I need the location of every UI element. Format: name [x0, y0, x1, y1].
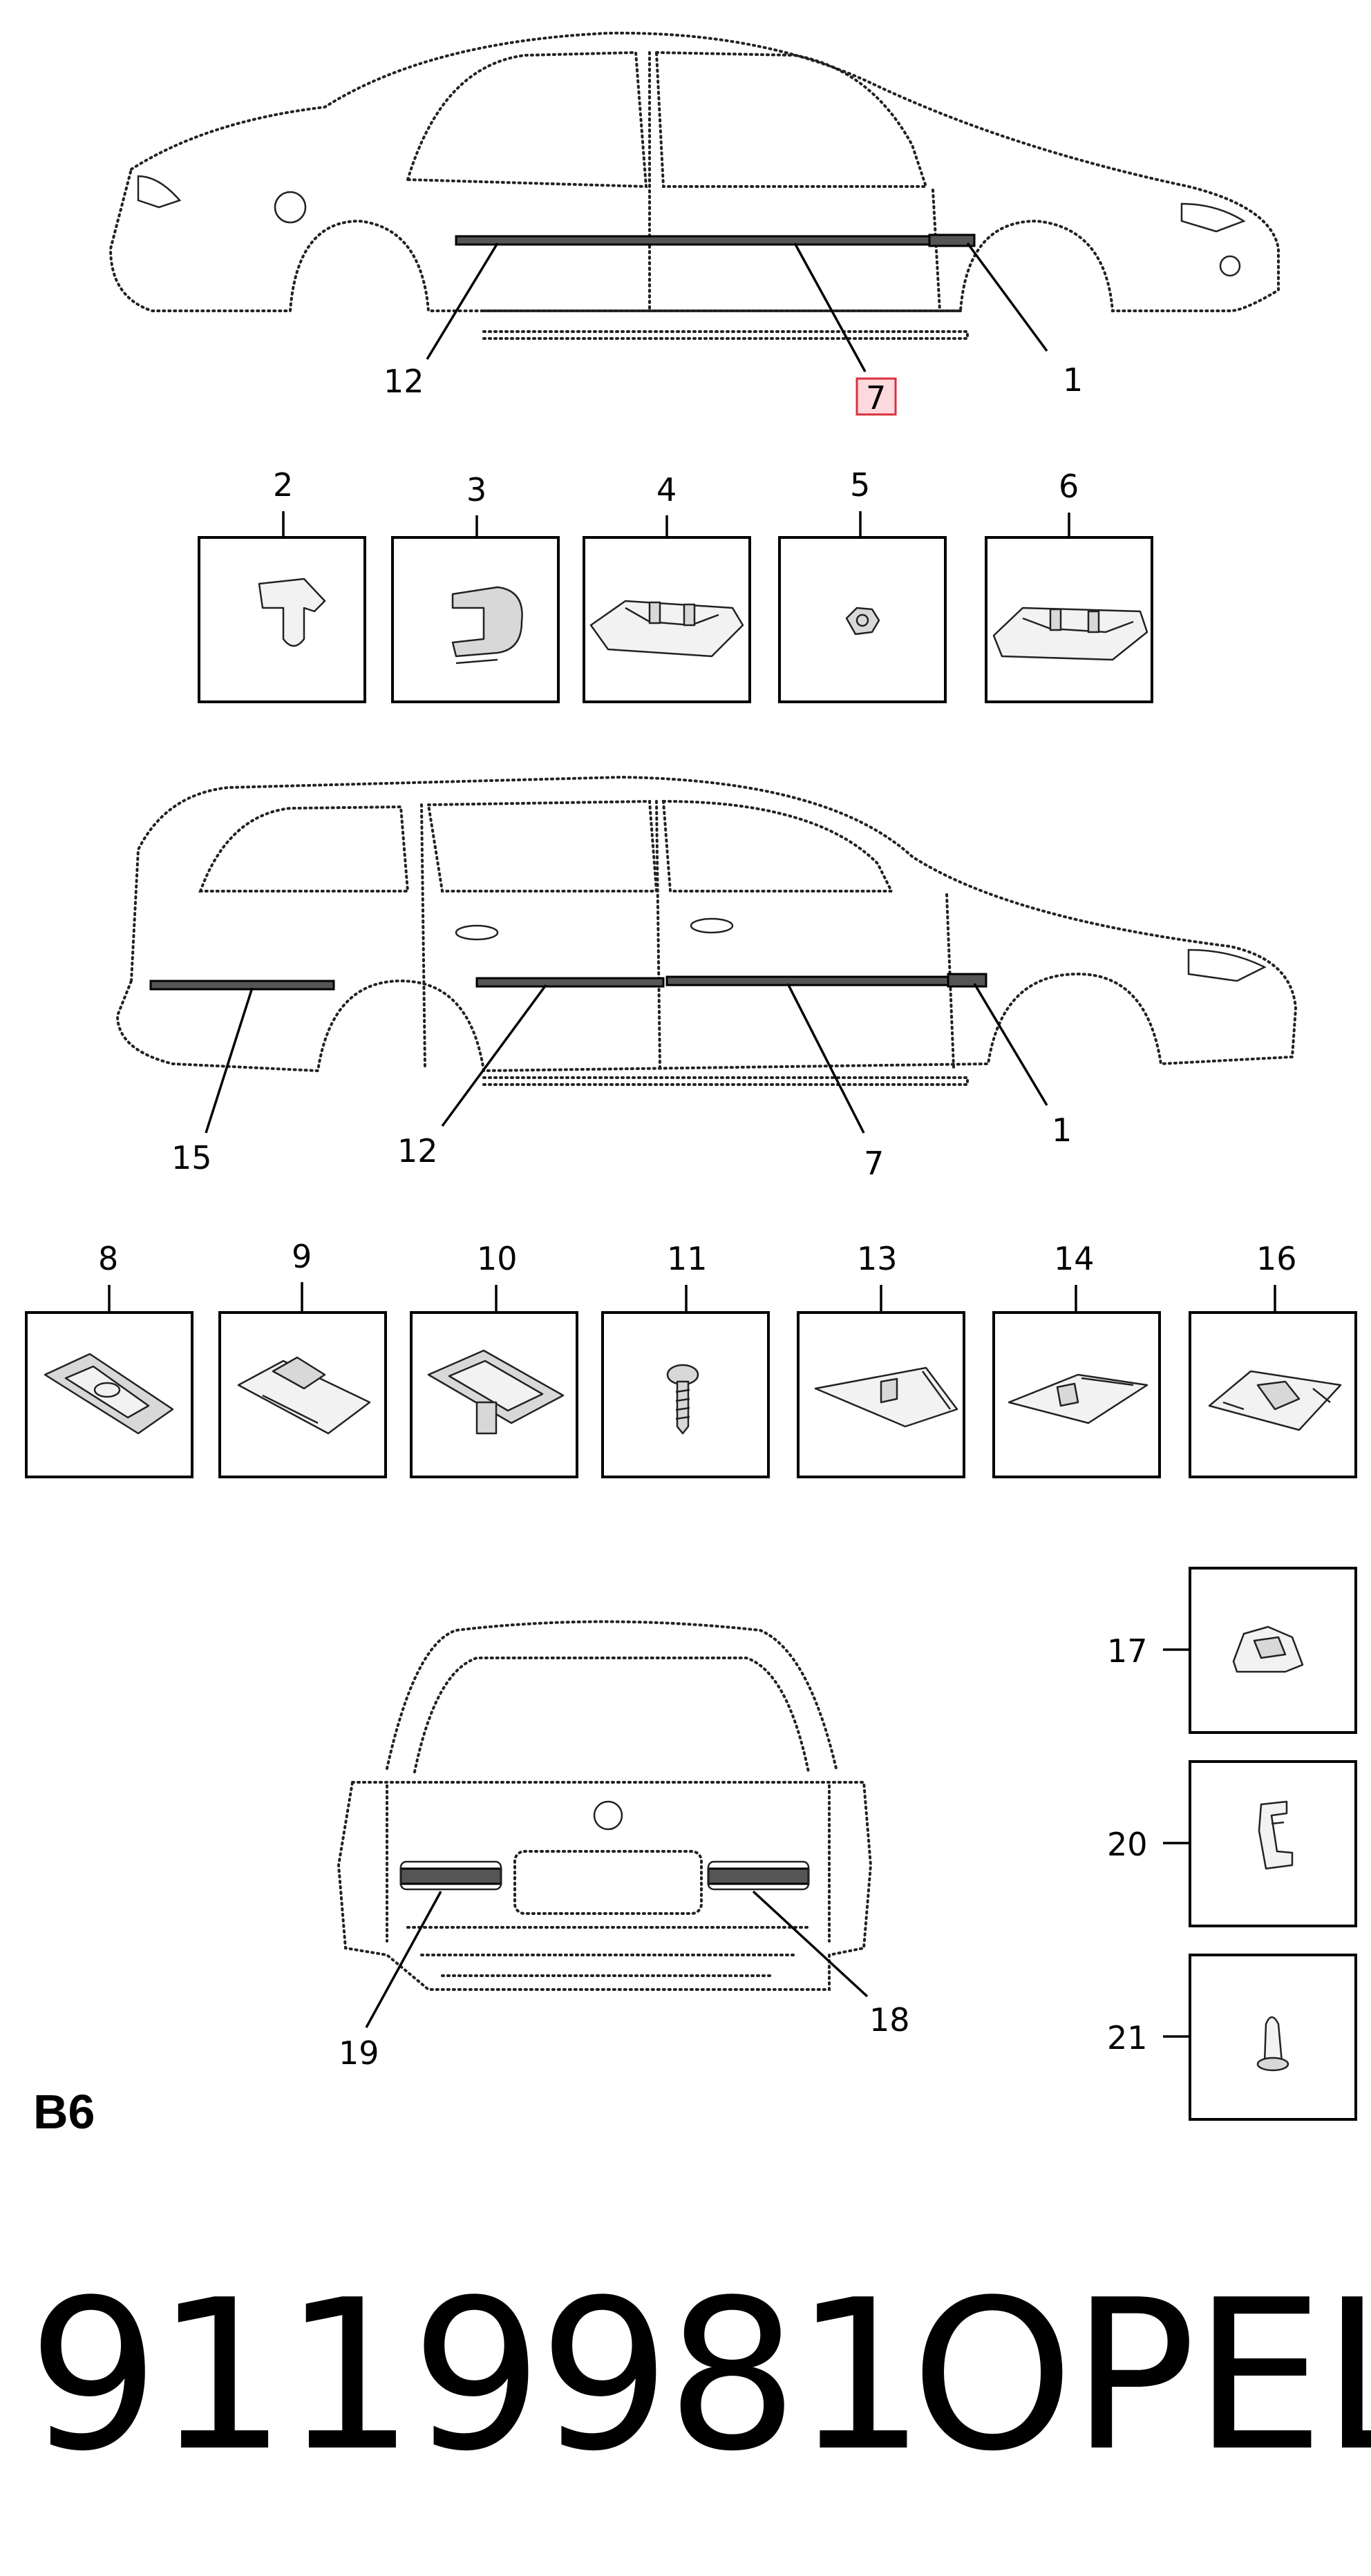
svg-text:10: 10	[477, 1240, 518, 1277]
svg-text:13: 13	[857, 1240, 898, 1277]
svg-text:16: 16	[1256, 1240, 1297, 1277]
part-number: 9119981	[28, 2255, 926, 2497]
side-parts-column: 17 20 21	[1107, 1567, 1357, 2121]
wagon-callout-15: 15	[171, 1139, 212, 1176]
part-box-20: 20	[1107, 1760, 1357, 1927]
wagon-rear-view: 19 18	[337, 1620, 910, 2072]
part-box-4: 4	[583, 471, 751, 703]
part-box-16: 16	[1189, 1240, 1357, 1478]
part-box-3: 3	[391, 471, 560, 703]
svg-text:3: 3	[466, 471, 486, 508]
svg-text:17: 17	[1107, 1632, 1148, 1670]
part-box-6: 6	[985, 468, 1153, 703]
part-box-10: 10	[410, 1240, 578, 1478]
part-box-2: 2	[198, 466, 366, 703]
highlighted-callout-box	[855, 377, 897, 416]
wagon-callout-7: 7	[864, 1145, 884, 1182]
part-box-21: 21	[1107, 1954, 1357, 2121]
part-box-9: 9	[218, 1238, 387, 1478]
svg-text:8: 8	[98, 1240, 118, 1277]
rear-callout-18: 18	[869, 2001, 910, 2039]
sedan-callout-7: 7	[866, 379, 886, 417]
svg-text:14: 14	[1054, 1240, 1095, 1277]
section-label: B6	[33, 2085, 95, 2139]
rear-callout-19: 19	[339, 2034, 379, 2072]
part-box-5: 5	[778, 466, 947, 703]
wagon-callout-12: 12	[397, 1132, 438, 1170]
sedan-side-view: 12 7 1	[108, 31, 1280, 417]
svg-text:20: 20	[1107, 1826, 1148, 1863]
part-box-8: 8	[25, 1240, 193, 1478]
svg-text:6: 6	[1059, 468, 1079, 505]
part-box-11: 11	[601, 1240, 770, 1478]
svg-text:11: 11	[667, 1240, 708, 1277]
svg-text:2: 2	[273, 466, 293, 504]
wagon-side-view: 15 12 7 1	[115, 775, 1298, 1182]
svg-text:21: 21	[1107, 2019, 1148, 2057]
lower-parts-row: 8 9 10 11	[25, 1238, 1357, 1478]
sedan-callout-12: 12	[384, 363, 424, 400]
part-box-17: 17	[1107, 1567, 1357, 1734]
svg-text:4: 4	[656, 471, 677, 508]
part-box-13: 13	[797, 1240, 965, 1478]
brand-name: OPEL	[911, 2255, 1371, 2497]
sedan-callout-1: 1	[1063, 361, 1083, 399]
svg-text:5: 5	[850, 466, 870, 504]
svg-text:9: 9	[292, 1238, 312, 1275]
wagon-callout-1: 1	[1052, 1112, 1072, 1149]
top-parts-row: 2 3 4 5	[198, 466, 1153, 703]
part-box-14: 14	[992, 1240, 1161, 1478]
